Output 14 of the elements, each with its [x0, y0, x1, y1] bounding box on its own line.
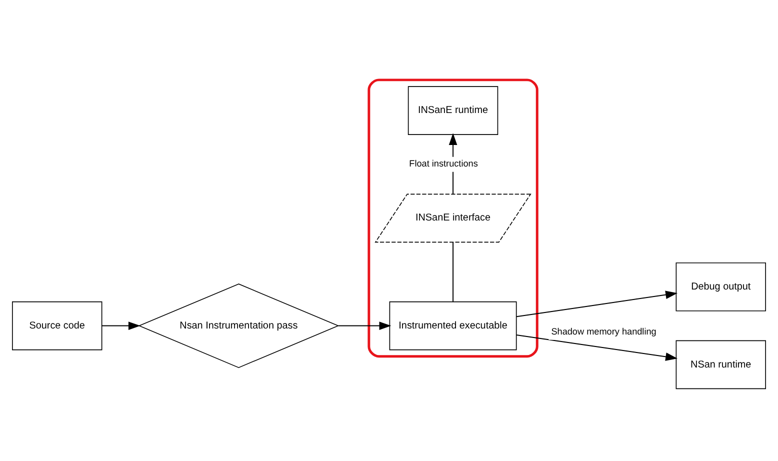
arrow [101, 321, 140, 330]
node-box: NSan runtime [676, 340, 766, 389]
arrow [338, 321, 392, 330]
node-box: Debug output [676, 262, 766, 311]
node-diamond: Nsan Instrumentation pass [138, 283, 340, 368]
node-box: INSanE runtime [408, 86, 498, 134]
cluster [368, 78, 538, 358]
node-box: Source code [12, 300, 102, 350]
arrow [516, 334, 678, 360]
edge-label: Shadow memory handling [551, 326, 656, 336]
edge-label: Float instructions [409, 158, 478, 168]
node-box: Instrumented executable [389, 300, 517, 350]
arrow [516, 290, 678, 317]
connector [452, 241, 454, 302]
